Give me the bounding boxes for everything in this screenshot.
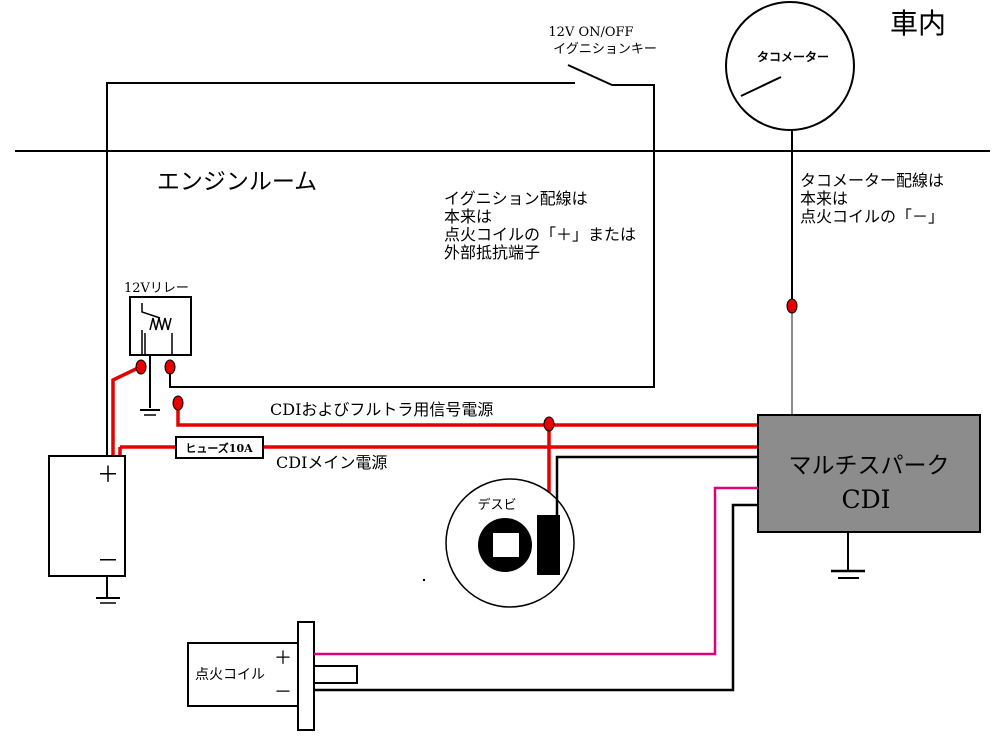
ignition-coil-terminal [313, 665, 358, 684]
pickup-signal-wire [555, 455, 758, 520]
connector-tach [786, 298, 798, 314]
ignition-return-wire [169, 84, 655, 388]
tach-note-line2: 本来は [800, 189, 848, 208]
main-power-label: CDIメイン電源 [276, 453, 387, 472]
ignition-switch-blade [567, 64, 613, 86]
ign-note-line1: イグニション配線は [444, 189, 588, 208]
tachometer-needle [740, 76, 782, 97]
relay-label: 12Vリレー [124, 281, 189, 296]
connector-signal-power [172, 395, 184, 411]
ignition-key-label-line2: イグニションキー [553, 42, 657, 57]
tach-note-line1: タコメーター配線は [800, 171, 944, 190]
ignition-coil-minus-label: － [274, 682, 292, 703]
battery [48, 455, 126, 577]
tach-note-line3: 点火コイルの「－」 [800, 207, 944, 226]
ign-note-line2: 本来は [444, 207, 492, 226]
fuse-label: ヒューズ10A [185, 441, 253, 455]
ign-note-line3: 点火コイルの「＋」または [444, 225, 636, 244]
battery-minus-label: － [97, 549, 119, 574]
distributor-pickup [537, 515, 560, 575]
engine-room-label: エンジンルーム [157, 169, 317, 195]
relay-feed-wire [111, 365, 141, 458]
coil-minus-wire [314, 503, 758, 692]
cdi-label-line1: マルチスパーク [789, 453, 950, 479]
fuse-box [175, 436, 264, 459]
distributor-label: デスビ [477, 497, 516, 513]
tachometer-gauge [725, 1, 855, 131]
tachometer-label: タコメーター [757, 50, 829, 64]
cdi-unit [757, 414, 981, 533]
signal-power-label: CDIおよびフルトラ用信号電源 [270, 400, 493, 419]
ignition-coil-label: 点火コイル [195, 667, 265, 683]
stray-dot [422, 578, 426, 582]
connector-relay-right [164, 359, 176, 375]
battery-plus-label: ＋ [97, 463, 119, 488]
power-wires [111, 365, 758, 520]
distributor-rotor-center [493, 533, 519, 557]
relay-switch-symbol [141, 303, 161, 319]
ignition-key-label-line1: 12V ON/OFF [548, 25, 633, 40]
connector-distributor [543, 416, 555, 432]
connector-relay-left [135, 359, 147, 375]
ignition-key-wire [106, 82, 575, 458]
ignition-coil-flange [297, 621, 315, 731]
car-interior-label: 車内 [890, 7, 946, 40]
ign-note-line4: 外部抵抗端子 [444, 243, 540, 262]
coil-plus-wire [314, 486, 758, 656]
connectors [135, 298, 798, 432]
cdi-label-line2: CDI [841, 485, 890, 514]
signal-power-wire [176, 404, 758, 427]
ignition-coil-plus-label: ＋ [274, 648, 292, 669]
relay-coil-symbol [149, 317, 172, 331]
